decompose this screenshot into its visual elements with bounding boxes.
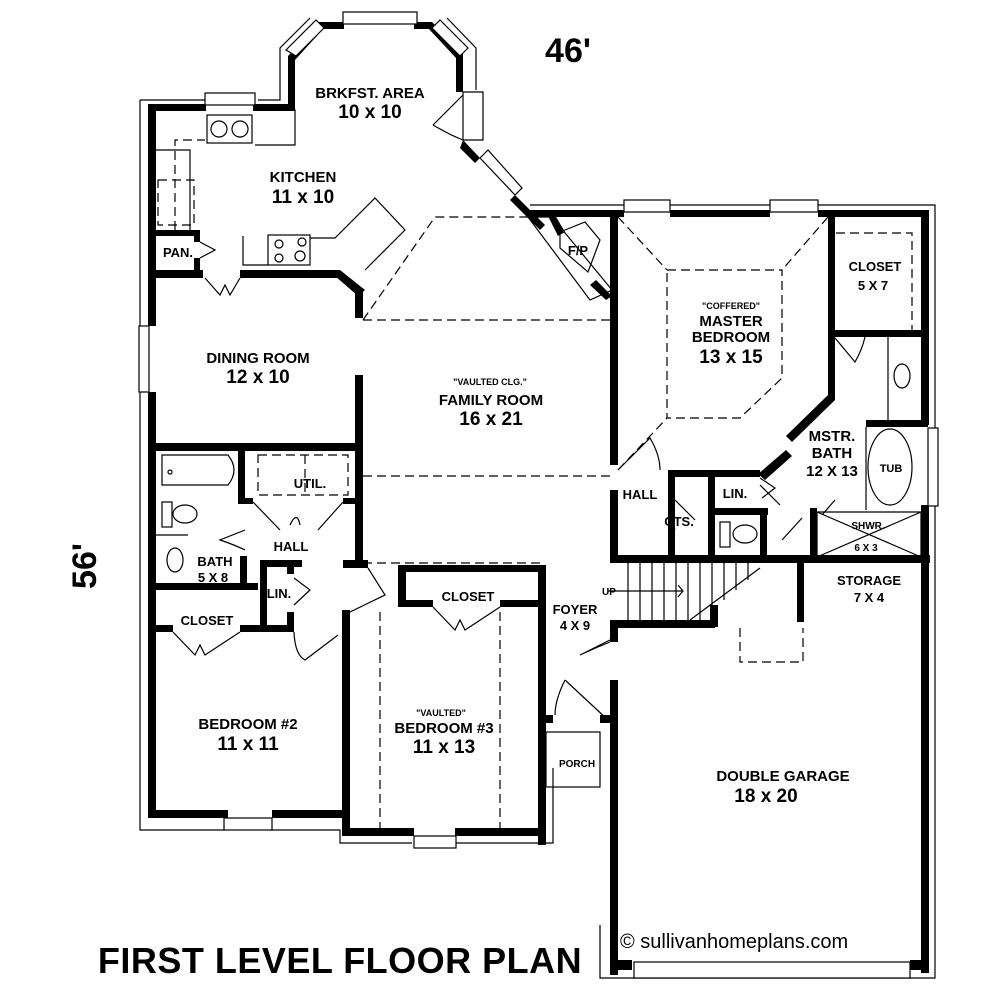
staircase	[608, 563, 761, 621]
util-label: UTIL.	[294, 476, 327, 491]
master-bedroom-size: 13 x 15	[699, 347, 763, 368]
storage-size: 7 X 4	[854, 590, 885, 605]
bath-size: 5 X 8	[198, 570, 228, 585]
kitchen-label: KITCHEN	[270, 169, 337, 186]
master-closet-size: 5 X 7	[858, 278, 888, 293]
windows	[138, 11, 939, 979]
shower-label: SHWR.	[851, 521, 885, 532]
dining-label: DINING ROOM	[206, 350, 309, 367]
pantry-label: PAN.	[163, 245, 193, 260]
bedroom2-label: BEDROOM #2	[198, 716, 297, 733]
hall-label: HALL	[274, 539, 309, 554]
master-closet-label: CLOSET	[849, 259, 902, 274]
dining-size: 12 x 10	[226, 367, 289, 388]
porch-label: PORCH	[559, 759, 595, 770]
bedroom3-closet-label: CLOSET	[442, 589, 495, 604]
master-linen-label: LIN.	[723, 486, 748, 501]
master-bedroom-label-2: BEDROOM	[692, 329, 770, 346]
master-hall-label: HALL	[623, 487, 658, 502]
walls	[148, 22, 930, 975]
family-size: 16 x 21	[459, 409, 523, 430]
storage-label: STORAGE	[837, 573, 901, 588]
plan-title: FIRST LEVEL FLOOR PLAN	[98, 940, 582, 981]
copyright-text: © sullivanhomeplans.com	[620, 931, 848, 953]
bedroom3-note: "VAULTED"	[416, 708, 466, 718]
garage-label: DOUBLE GARAGE	[716, 768, 849, 785]
master-bath-label-2: BATH	[812, 445, 853, 462]
stairs-up-label: UP	[602, 587, 616, 598]
fixtures	[156, 91, 922, 788]
room-labels: 46' 56' BRKFST. AREA 10 x 10 KITCHEN 11 …	[66, 32, 902, 981]
bath-label: BATH	[197, 554, 232, 569]
fireplace-label: F/P	[568, 243, 589, 258]
kitchen-size: 11 x 10	[272, 187, 334, 208]
shower-size: 6 X 3	[854, 543, 878, 554]
master-bedroom-note: "COFFERED"	[702, 301, 760, 311]
breakfast-size: 10 x 10	[338, 102, 401, 123]
bedroom2-closet-label: CLOSET	[181, 613, 234, 628]
master-bath-label-1: MSTR.	[809, 428, 856, 445]
dashed-lines	[157, 139, 913, 832]
exterior-outline	[139, 17, 936, 979]
width-dimension: 46'	[545, 32, 591, 70]
master-bedroom-label-1: MASTER	[699, 313, 763, 330]
bedroom3-label: BEDROOM #3	[394, 720, 493, 737]
tub-label: TUB	[880, 463, 903, 475]
family-note: "VAULTED CLG."	[453, 377, 527, 387]
master-bath-size: 12 X 13	[806, 463, 858, 480]
bedroom3-size: 11 x 13	[413, 737, 475, 758]
bedroom2-size: 11 x 11	[217, 734, 279, 755]
family-label: FAMILY ROOM	[439, 392, 543, 409]
depth-dimension: 56'	[66, 543, 104, 589]
closets-label: CTS.	[664, 514, 694, 529]
breakfast-label: BRKFST. AREA	[315, 85, 425, 102]
doors	[172, 241, 866, 721]
garage-size: 18 x 20	[734, 786, 797, 807]
linen-label: LIN.	[267, 586, 292, 601]
foyer-size: 4 X 9	[560, 618, 590, 633]
foyer-label: FOYER	[553, 602, 598, 617]
